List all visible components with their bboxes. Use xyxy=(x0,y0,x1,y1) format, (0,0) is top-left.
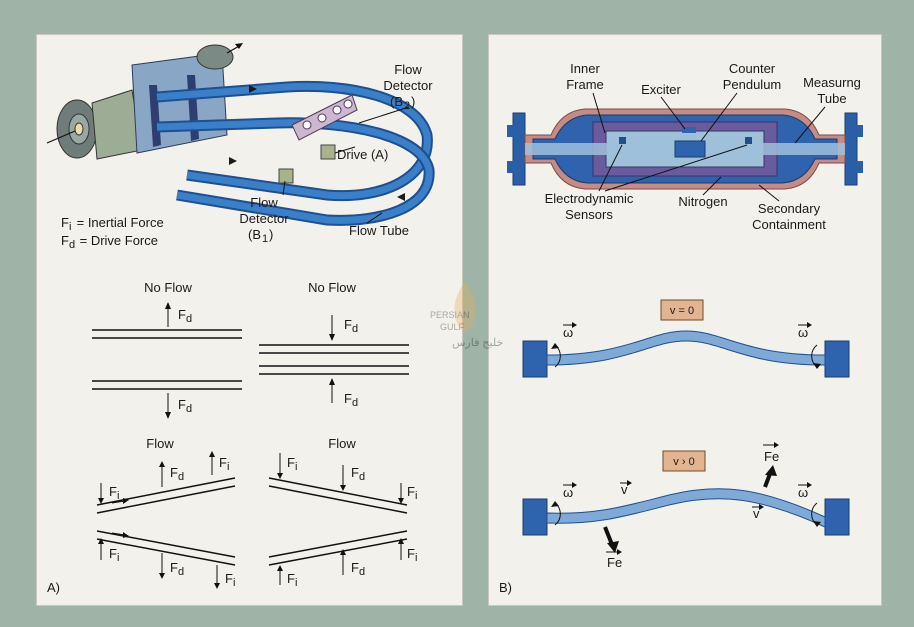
fi-label-7: F xyxy=(287,571,295,586)
fd-down-label: F xyxy=(178,397,186,412)
legend-fd-f: F xyxy=(61,233,69,248)
flow-detector-b2-line2: Detector xyxy=(383,78,433,93)
fi-sub-2: i xyxy=(227,461,229,473)
panel-b-letter: B) xyxy=(499,580,512,595)
counter-pendulum-shape xyxy=(674,140,706,158)
fi-sub-6: i xyxy=(415,490,417,502)
fd-label-flow-1: F xyxy=(170,465,178,480)
detector-coil-b1 xyxy=(278,168,294,184)
flow-detector-b1-line1: Flow xyxy=(250,195,278,210)
counter-pendulum-line2: Pendulum xyxy=(723,77,782,92)
force-legend: F i = Inertial Force F d = Drive Force xyxy=(61,215,164,251)
flow-detector-b2-sub: 2 xyxy=(404,100,410,112)
omega-right-2: ω xyxy=(798,485,808,500)
flow-right-diagram: Flow F i F d F i F i F d F i xyxy=(268,436,417,589)
v-positive-label: v › 0 xyxy=(673,456,694,468)
fi-label-8: F xyxy=(407,546,415,561)
v-positive-diagram: v › 0 ω ω v v Fe Fe xyxy=(522,442,850,570)
legend-fi-sub: i xyxy=(69,221,71,233)
flow-detector-b1-line2: Detector xyxy=(239,211,289,226)
sensors-line1: Electrodynamic xyxy=(545,191,634,206)
containment-line1: Secondary xyxy=(758,201,821,216)
fe-label-down: Fe xyxy=(607,555,622,570)
meter-cross-section xyxy=(507,108,863,190)
fi-label-2: F xyxy=(219,455,227,470)
fd-up-label: F xyxy=(178,307,186,322)
legend-fd-sub: d xyxy=(69,239,75,251)
fd-label-flow-4: F xyxy=(351,560,359,575)
panel-b-single-tube-meter: Inner Frame Exciter Counter Pendulum Mea… xyxy=(488,34,882,606)
fi-sub-7: i xyxy=(295,577,297,589)
flowmeter-illustration xyxy=(46,43,435,226)
velocity-label-1: v xyxy=(621,482,628,497)
fd-sub-flow-1: d xyxy=(178,471,184,483)
flow-detector-b2-close: ) xyxy=(411,94,415,109)
fd-sub-flow-2: d xyxy=(178,566,184,578)
flow-tube-label: Flow Tube xyxy=(349,223,409,238)
fi-sub-1: i xyxy=(117,490,119,502)
panel-a-diagram: Flow Detector (B 2 ) Drive (A) Flow Dete… xyxy=(46,43,435,595)
flow-detector-b2-line1: Flow xyxy=(394,62,422,77)
legend-fi-f: F xyxy=(61,215,69,230)
panel-a-letter: A) xyxy=(47,580,60,595)
flow-left-diagram: Flow F i F d F i F i F d F i xyxy=(96,436,235,589)
flow-detector-b1-close: ) xyxy=(269,227,273,242)
legend-fi-text: = Inertial Force xyxy=(73,215,164,230)
omega-right-1: ω xyxy=(798,325,808,340)
no-flow-right-title: No Flow xyxy=(308,280,356,295)
no-flow-left-diagram: No Flow F d F d xyxy=(92,280,242,419)
flow-detector-b2-paren: (B xyxy=(390,94,403,109)
legend-fd-text: = Drive Force xyxy=(76,233,158,248)
drive-a-label: Drive (A) xyxy=(337,147,388,162)
fd-down-right-label: F xyxy=(344,317,352,332)
nitrogen-label: Nitrogen xyxy=(678,194,727,209)
fi-sub-5: i xyxy=(295,461,297,473)
velocity-label-2: v xyxy=(753,506,760,521)
fd-label-flow-2: F xyxy=(170,560,178,575)
counter-pendulum-line1: Counter xyxy=(729,61,776,76)
outlet-flange xyxy=(196,44,234,70)
flow-detector-b1-paren: (B xyxy=(248,227,261,242)
fd-up-right-label: F xyxy=(344,391,352,406)
containment-line2: Containment xyxy=(752,217,826,232)
fi-sub-4: i xyxy=(233,577,235,589)
panel-b-diagram: Inner Frame Exciter Counter Pendulum Mea… xyxy=(499,61,863,595)
no-flow-left-title: No Flow xyxy=(144,280,192,295)
flow-detector-b1-sub: 1 xyxy=(262,233,268,245)
v-zero-diagram: v = 0 ω ω xyxy=(522,299,850,378)
flow-left-title: Flow xyxy=(146,436,174,451)
fd-up-sub: d xyxy=(186,313,192,325)
fi-label-6: F xyxy=(407,484,415,499)
fi-label-3: F xyxy=(109,546,117,561)
fd-sub-flow-3: d xyxy=(359,471,365,483)
v-positive-tag xyxy=(662,450,706,472)
fd-sub-flow-4: d xyxy=(359,566,365,578)
fi-label-1: F xyxy=(109,484,117,499)
fi-label-4: F xyxy=(225,571,233,586)
fd-down-right-sub: d xyxy=(352,323,358,335)
sensors-line2: Sensors xyxy=(565,207,613,222)
drive-coil xyxy=(320,144,336,160)
measuring-tube-line1: Measurng xyxy=(803,75,861,90)
omega-left-2: ω xyxy=(563,485,573,500)
flow-right-title: Flow xyxy=(328,436,356,451)
fi-label-5: F xyxy=(287,455,295,470)
fi-sub-8: i xyxy=(415,552,417,564)
fd-up-right-sub: d xyxy=(352,397,358,409)
tube-with-flow xyxy=(546,488,826,528)
fi-sub-3: i xyxy=(117,552,119,564)
tube-at-rest xyxy=(546,330,826,366)
omega-left-1: ω xyxy=(563,325,573,340)
fe-label-up: Fe xyxy=(764,449,779,464)
fd-label-flow-3: F xyxy=(351,465,359,480)
v-zero-label: v = 0 xyxy=(670,305,694,317)
inner-frame-line2: Frame xyxy=(566,77,604,92)
exciter-label: Exciter xyxy=(641,82,681,97)
panel-a-coriolis-principle: Flow Detector (B 2 ) Drive (A) Flow Dete… xyxy=(36,34,463,606)
no-flow-right-diagram: No Flow F d F d xyxy=(259,280,409,409)
fd-down-sub: d xyxy=(186,403,192,415)
inner-frame-line1: Inner xyxy=(570,61,600,76)
v-zero-tag xyxy=(660,299,704,321)
measuring-tube-line2: Tube xyxy=(817,91,846,106)
